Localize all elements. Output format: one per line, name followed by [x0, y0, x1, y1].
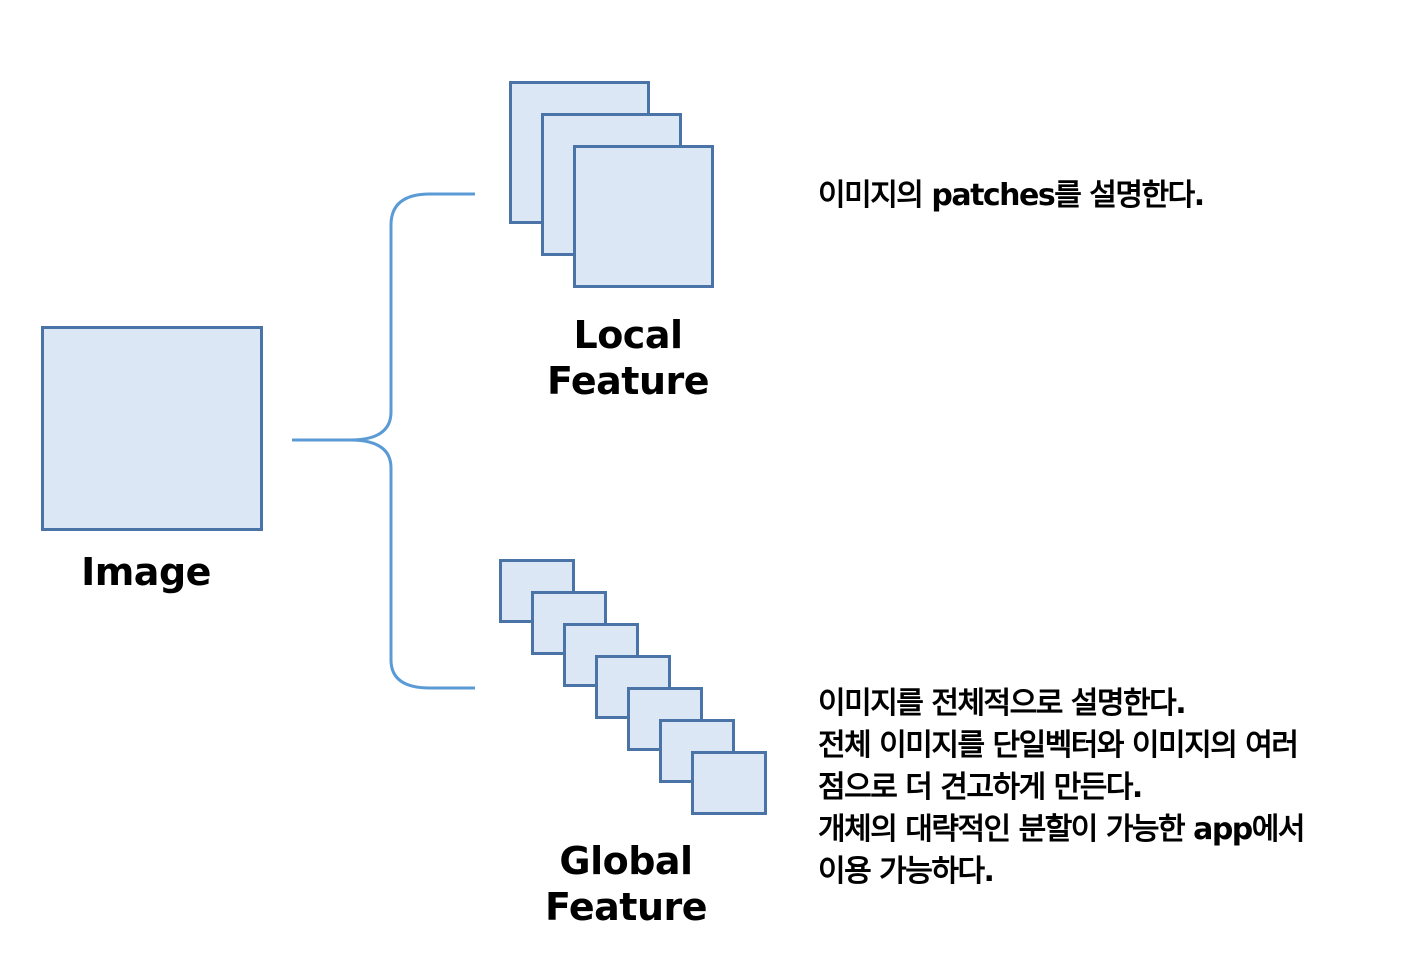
- local-feature-label-line1: Local: [573, 313, 683, 357]
- local-feature-label-line2: Feature: [546, 359, 710, 403]
- global-feature-description: 이미지를 전체적으로 설명한다. 전체 이미지를 단일벡터와 이미지의 여러 점…: [818, 683, 1305, 893]
- global-description-line-4: 개체의 대략적인 분할이 가능한 app에서: [818, 812, 1305, 847]
- image-label: Image: [81, 550, 211, 594]
- local-patch-3: [573, 145, 714, 288]
- global-description-line-1: 이미지를 전체적으로 설명한다.: [818, 686, 1187, 721]
- global-patch-7: [691, 751, 767, 815]
- local-description-line-1: 이미지의 patches를 설명한다.: [818, 178, 1205, 213]
- global-feature-label-line1: Global: [559, 839, 693, 883]
- global-description-line-3: 점으로 더 견고하게 만든다.: [818, 770, 1143, 805]
- local-feature-label: Local Feature: [538, 312, 718, 404]
- global-description-line-5: 이용 가능하다.: [818, 854, 995, 889]
- global-description-line-2: 전체 이미지를 단일벡터와 이미지의 여러: [818, 728, 1299, 763]
- global-feature-label-line2: Feature: [544, 885, 708, 929]
- global-feature-label: Global Feature: [536, 838, 716, 930]
- image-box: [41, 326, 263, 531]
- local-feature-description: 이미지의 patches를 설명한다.: [818, 175, 1205, 217]
